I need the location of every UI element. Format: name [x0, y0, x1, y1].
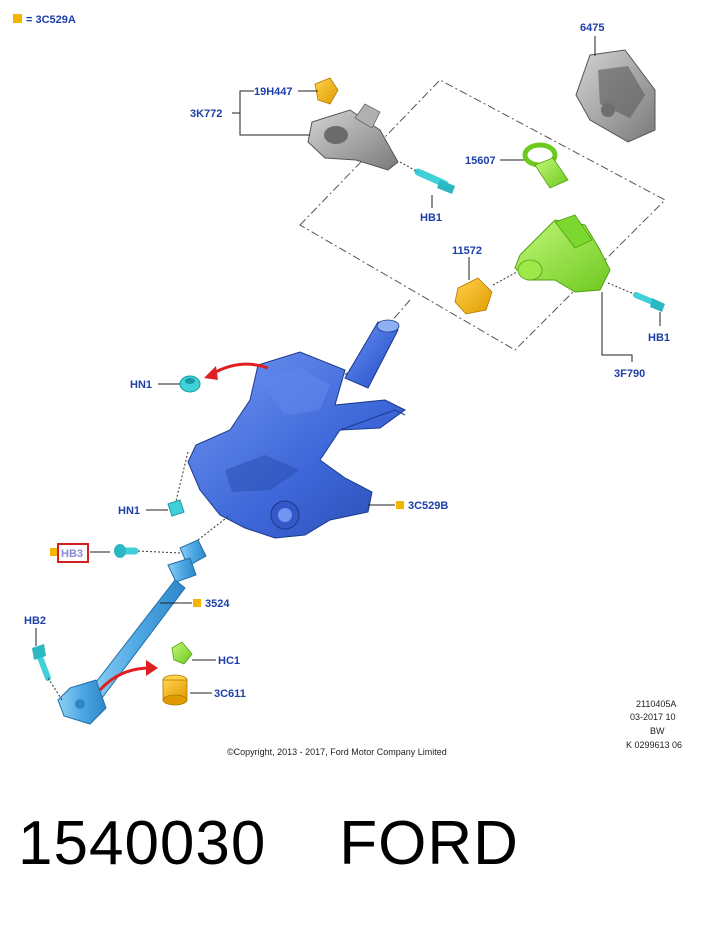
marker-3C529B	[396, 501, 404, 509]
marker-HB3	[50, 548, 58, 556]
legend-text: = 3C529A	[26, 14, 76, 26]
part-ignition-lock-assembly	[492, 214, 611, 293]
label-3524: 3524	[205, 598, 230, 610]
leader-3F790	[601, 292, 633, 362]
label-3C529B: 3C529B	[408, 500, 448, 512]
hn1-mid-axis	[174, 451, 189, 506]
label-HB3: HB3	[61, 548, 83, 560]
label-3K772: 3K772	[190, 108, 222, 120]
part-HN1-nut-mid	[167, 499, 185, 517]
copyright-notice: ©Copyright, 2013 - 2017, Ford Motor Comp…	[227, 747, 447, 757]
part-3C611-boot	[162, 674, 188, 706]
ref-line-3: BW	[650, 726, 665, 736]
part-3524-intermediate-shaft	[57, 514, 231, 725]
ref-line-4: K 0299613 06	[626, 740, 682, 750]
highlight-HB3	[57, 543, 89, 563]
part-19H447-clip	[314, 77, 339, 105]
label-19H447: 19H447	[254, 86, 293, 98]
part-number-caption: 1540030 FORD	[18, 809, 519, 878]
label-HC1: HC1	[218, 655, 240, 667]
part-HB1-bolt-right	[607, 282, 665, 312]
label-15607: 15607	[465, 155, 496, 167]
label-3F790: 3F790	[614, 368, 645, 380]
arrow-lower-head	[146, 660, 158, 676]
ref-line-1: 2110405A	[636, 699, 676, 709]
label-6475: 6475	[580, 22, 604, 34]
label-HB2: HB2	[24, 615, 46, 627]
part-3C529B-steering-column	[187, 319, 406, 539]
part-HB2-bolt	[32, 644, 63, 701]
part-HN1-nut-top	[179, 375, 201, 393]
marker-3524	[193, 599, 201, 607]
label-3C611: 3C611	[214, 688, 246, 700]
part-3K772-bracket	[307, 103, 399, 171]
label-HN1-top: HN1	[130, 379, 152, 391]
label-HN1-mid: HN1	[118, 505, 140, 517]
leader-3K772	[232, 90, 310, 136]
part-HC1-clip	[171, 641, 193, 665]
part-15607-ring	[522, 142, 569, 189]
part-HB1-bolt-top	[399, 161, 455, 194]
label-HB1-top: HB1	[420, 212, 442, 224]
label-HB1-right: HB1	[648, 332, 670, 344]
legend-marker	[13, 14, 22, 23]
exploded-frame	[299, 79, 666, 351]
part-HB3-bolt	[114, 544, 181, 558]
part-6475-housing	[575, 49, 656, 143]
ref-line-2: 03-2017 10	[630, 712, 676, 722]
part-11572-block	[454, 277, 493, 315]
label-11572: 11572	[452, 245, 482, 257]
arrow-hn1-top-head	[204, 366, 218, 380]
arrow-lower	[98, 666, 151, 692]
